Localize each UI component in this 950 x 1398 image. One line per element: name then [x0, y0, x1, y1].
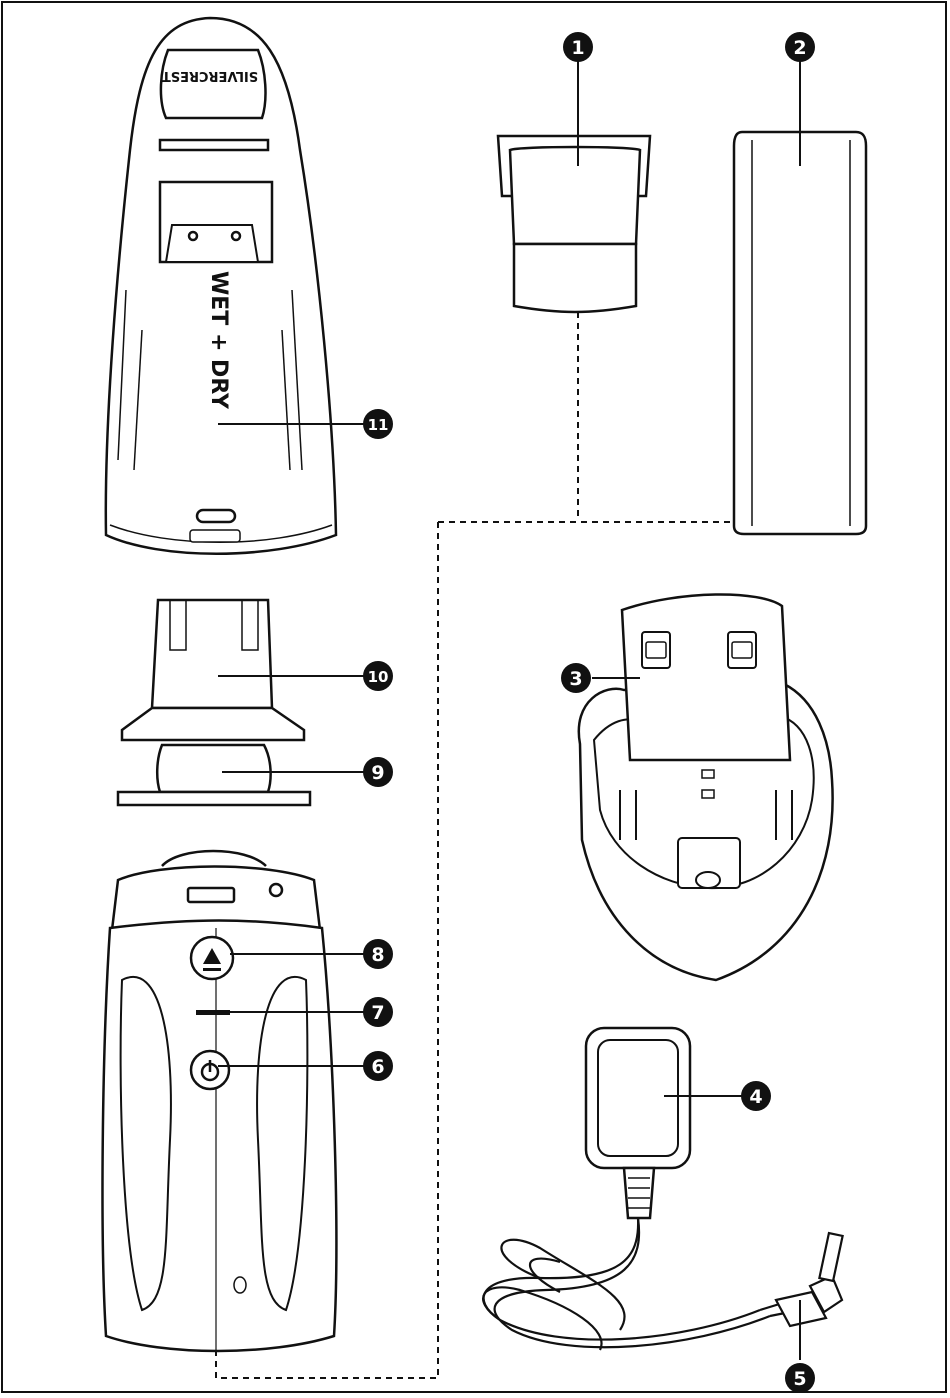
part-badge-10: 10	[363, 661, 393, 691]
part-badge-6: 6	[363, 1051, 393, 1081]
part-badge-9: 9	[363, 757, 393, 787]
part-badge-1: 1	[563, 32, 593, 62]
battery-illustration	[734, 132, 866, 534]
part-badge-3-label: 3	[569, 668, 582, 690]
part-badge-8-label: 8	[371, 944, 384, 966]
part-badge-5-label: 5	[793, 1368, 806, 1390]
wet-dry-label: WET + DRY	[206, 271, 231, 410]
filter-cartridge-illustration	[118, 600, 310, 805]
part-badge-4: 4	[741, 1081, 771, 1111]
handheld-unit-illustration	[103, 851, 337, 1351]
part-badge-10-label: 10	[368, 668, 389, 686]
part-badge-1-label: 1	[571, 37, 584, 59]
brand-logo: SILVERCREST	[162, 68, 258, 83]
part-badge-5: 5	[785, 1363, 815, 1393]
part-badge-2-label: 2	[793, 37, 806, 59]
part-badge-11-label: 11	[368, 416, 389, 434]
part-badge-9-label: 9	[371, 762, 384, 784]
part-badge-8: 8	[363, 939, 393, 969]
part-badge-6-label: 6	[371, 1056, 384, 1078]
part-badge-3: 3	[561, 663, 591, 693]
plug-illustration	[776, 1233, 843, 1326]
part-badge-2: 2	[785, 32, 815, 62]
part-badge-7: 7	[363, 997, 393, 1027]
part-badge-7-label: 7	[371, 1002, 384, 1024]
power-adapter-illustration	[586, 1028, 690, 1218]
part-badge-11: 11	[363, 409, 393, 439]
cable-illustration	[483, 1218, 790, 1350]
filter-illustration	[498, 136, 650, 312]
part-badge-4-label: 4	[749, 1086, 762, 1108]
charging-station-illustration	[579, 594, 833, 980]
